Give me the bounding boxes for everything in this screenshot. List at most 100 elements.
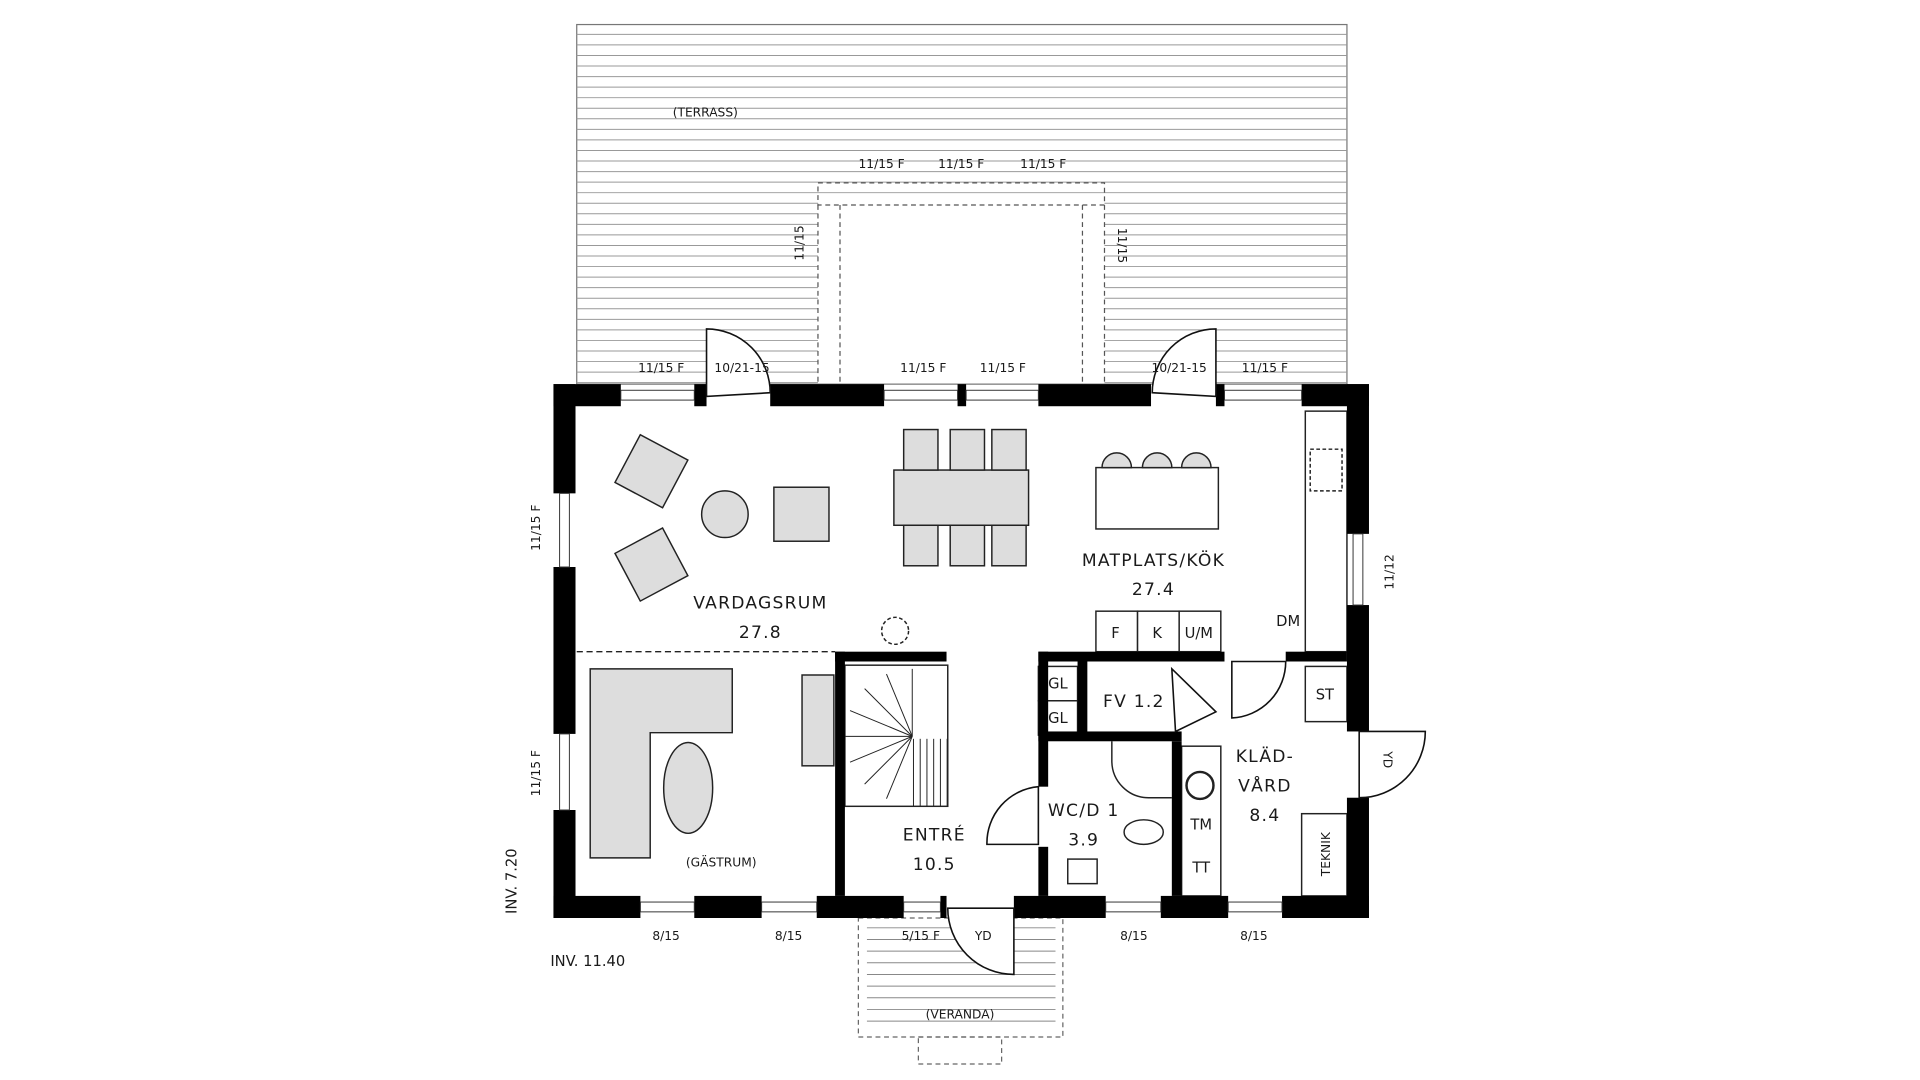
level-label: INV. 7.20 <box>504 848 521 914</box>
coffee-table <box>700 490 749 539</box>
kitchen-counter <box>1304 410 1348 653</box>
door-label: 10/21-15 <box>714 361 769 375</box>
bar-stool <box>1101 452 1133 469</box>
window-label: 11/15 F <box>900 361 946 375</box>
dining-chair <box>991 428 1027 471</box>
technical-cabinet <box>1300 812 1348 897</box>
room-area: 27.4 <box>1132 580 1175 600</box>
terrace-decking <box>576 23 1348 385</box>
wall <box>1038 651 1225 662</box>
wall <box>694 384 707 407</box>
window-label: 11/15 F <box>859 157 905 171</box>
veranda-outline <box>857 917 1064 1038</box>
fixture-label: U/M <box>1185 625 1213 642</box>
wall <box>1038 731 1182 742</box>
stair-tread <box>849 710 913 737</box>
dining-chair <box>902 428 939 471</box>
window-label: 11/15 F <box>638 361 684 375</box>
window <box>559 492 570 568</box>
door-label: 10/21-15 <box>1152 361 1207 375</box>
shower <box>1111 741 1172 799</box>
washbasin <box>1067 858 1098 885</box>
door-swing <box>946 907 1015 976</box>
veranda-step <box>917 1036 1003 1065</box>
appliance <box>1095 610 1139 653</box>
bar-stool <box>1141 452 1173 469</box>
room-name: WC/D 1 <box>1048 801 1120 821</box>
window <box>1224 389 1303 401</box>
fixture-label: GL <box>1048 675 1068 692</box>
door-swing <box>1358 730 1427 799</box>
window-label: 8/15 <box>775 929 802 943</box>
bar-stool <box>1180 452 1212 469</box>
wall <box>835 651 845 896</box>
window-label: 11/15 <box>792 225 806 260</box>
fixture-label: F <box>1111 625 1119 642</box>
window-label: 11/15 F <box>938 157 984 171</box>
labels: (TERRASS) 11/15 F 11/15 F 11/15 F 11/15 … <box>504 106 1397 1022</box>
room-area: 8.4 <box>1249 806 1280 826</box>
wall <box>770 384 885 407</box>
wall <box>957 384 967 407</box>
cabinet <box>1304 665 1348 723</box>
window-label: 11/12 <box>1382 554 1396 589</box>
walls <box>553 384 1369 918</box>
fixture-label: TEKNIK <box>1319 831 1333 877</box>
wall <box>694 895 762 918</box>
window <box>620 389 695 401</box>
wall <box>1077 661 1088 737</box>
room-name: MATPLATS/KÖK <box>1082 549 1225 571</box>
door-swing <box>1170 666 1218 733</box>
window-label: 11/15 F <box>1242 361 1288 375</box>
window <box>1105 901 1162 913</box>
door-swing <box>986 785 1040 846</box>
room-name: ENTRÉ <box>903 824 966 846</box>
stove <box>1309 448 1343 492</box>
window <box>903 901 941 913</box>
room-area: 27.8 <box>739 623 782 643</box>
door-label: YD <box>974 929 992 943</box>
level-label: INV. 11.40 <box>550 953 625 970</box>
wall <box>553 567 576 734</box>
pergola-outline <box>817 182 1106 385</box>
doors <box>705 328 1427 976</box>
room-name: (GÄSTRUM) <box>686 854 757 869</box>
fireplace <box>880 616 910 646</box>
room-name: FV 1.2 <box>1103 692 1165 712</box>
armchair <box>614 527 689 603</box>
wall <box>1285 651 1347 662</box>
fixture-label: TM <box>1189 817 1212 834</box>
toilet <box>1123 819 1164 846</box>
wall <box>553 895 641 918</box>
rug <box>662 741 714 835</box>
terrace-label: (TERRASS) <box>673 106 738 120</box>
veranda-decking <box>857 917 1064 1065</box>
dining-table <box>893 469 1030 527</box>
door-swing <box>705 328 772 398</box>
dining-chair <box>902 524 939 567</box>
window <box>1227 901 1283 913</box>
sink <box>1185 770 1215 801</box>
door-swing <box>1231 660 1287 719</box>
wall <box>1215 384 1225 407</box>
fixture-label: ST <box>1316 687 1335 704</box>
room-name: VÅRD <box>1238 775 1291 797</box>
fixture-label: DM <box>1276 613 1300 630</box>
wall <box>816 895 904 918</box>
window-label: 11/15 F <box>980 361 1026 375</box>
corner-sofa <box>589 668 733 859</box>
window <box>883 389 959 401</box>
room-name: VARDAGSRUM <box>693 594 827 614</box>
wall <box>553 384 576 494</box>
window <box>639 901 695 913</box>
wall <box>1346 384 1369 534</box>
desk <box>801 674 835 767</box>
door-swing <box>1151 328 1217 398</box>
kitchen-island <box>1095 466 1220 530</box>
fixture-label: TT <box>1191 860 1211 877</box>
wall <box>553 810 576 918</box>
room-area: 10.5 <box>913 855 956 875</box>
window-label: 11/15 F <box>1020 157 1066 171</box>
wall <box>1282 895 1369 918</box>
